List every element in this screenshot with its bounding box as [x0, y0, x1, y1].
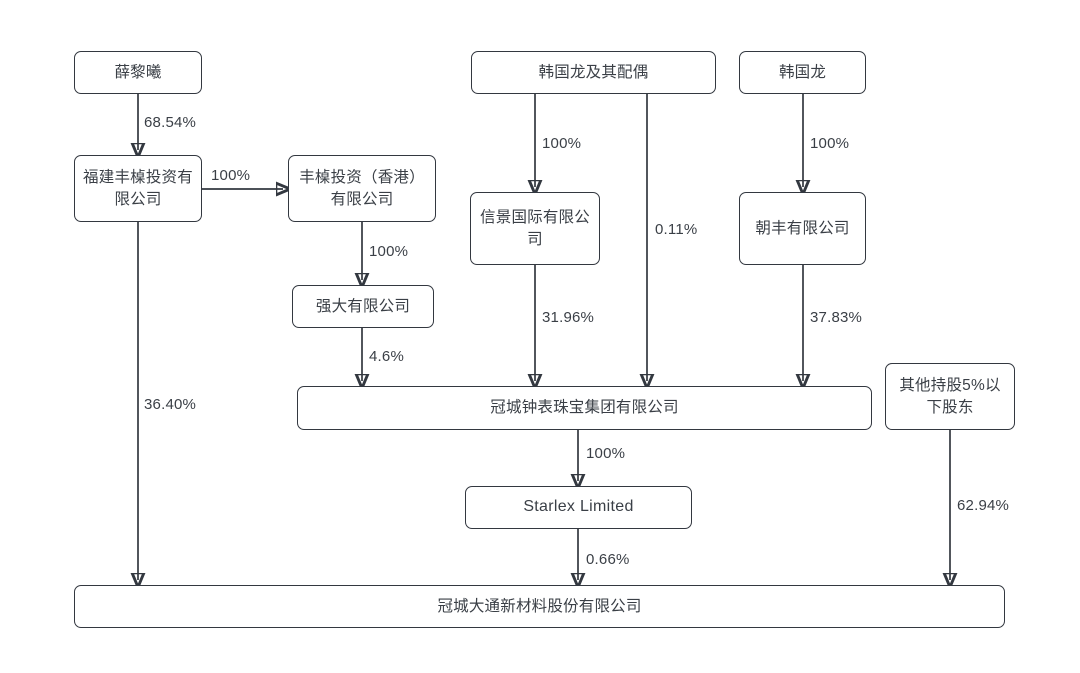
edge-label-e12: 0.66% [586, 551, 630, 568]
node-fengrong-hk[interactable]: 丰槕投资（香港）有限公司 [288, 155, 436, 222]
node-label: 冠城钟表珠宝集团有限公司 [490, 399, 679, 416]
edge-label-e7: 0.11% [655, 221, 698, 238]
node-chaofeng[interactable]: 朝丰有限公司 [739, 192, 866, 265]
node-xinjing-international[interactable]: 信景国际有限公司 [470, 192, 600, 265]
node-label: 强大有限公司 [315, 297, 411, 315]
node-label: 福建丰槕投资有限公司 [83, 168, 193, 208]
edge-label-e6: 100% [542, 135, 582, 152]
node-fujian-fengrong[interactable]: 福建丰槕投资有限公司 [74, 155, 202, 222]
edge-label-e2: 100% [211, 167, 251, 184]
node-guancheng-datong[interactable]: 冠城大通新材料股份有限公司 [74, 585, 1005, 628]
node-label: 韩国龙及其配偶 [538, 63, 649, 81]
edge-label-e4: 4.6% [369, 348, 404, 365]
node-starlex-limited[interactable]: Starlex Limited [465, 486, 692, 529]
node-hanguolong[interactable]: 韩国龙 [739, 51, 866, 94]
edge-label-e9: 100% [810, 135, 850, 152]
node-hanguolong-and-spouse[interactable]: 韩国龙及其配偶 [471, 51, 716, 94]
edge-label-e13: 62.94% [957, 497, 1010, 514]
node-label: 朝丰有限公司 [755, 219, 850, 237]
edge-label-e10: 37.83% [810, 309, 863, 326]
node-label: 其他持股5%以下股东 [899, 376, 1001, 416]
edge-label-e11: 100% [586, 445, 626, 462]
edge-label-e8: 31.96% [542, 309, 595, 326]
node-label: 信景国际有限公司 [480, 208, 590, 248]
node-label: Starlex Limited [523, 498, 634, 516]
node-label: 丰槕投资（香港）有限公司 [299, 168, 425, 208]
edge-label-e5: 36.40% [144, 396, 197, 413]
edge-label-e1: 68.54% [144, 114, 197, 131]
node-label: 韩国龙 [778, 63, 827, 81]
node-qiangda[interactable]: 强大有限公司 [292, 285, 434, 328]
edge-label-e3: 100% [369, 243, 409, 260]
node-label: 冠城大通新材料股份有限公司 [437, 597, 642, 615]
node-guancheng-group[interactable]: 冠城钟表珠宝集团有限公司 [297, 386, 872, 430]
node-xue-lixi[interactable]: 薛黎曦 [74, 51, 202, 94]
node-label: 薛黎曦 [114, 63, 162, 81]
node-other-shareholders[interactable]: 其他持股5%以下股东 [885, 363, 1015, 430]
